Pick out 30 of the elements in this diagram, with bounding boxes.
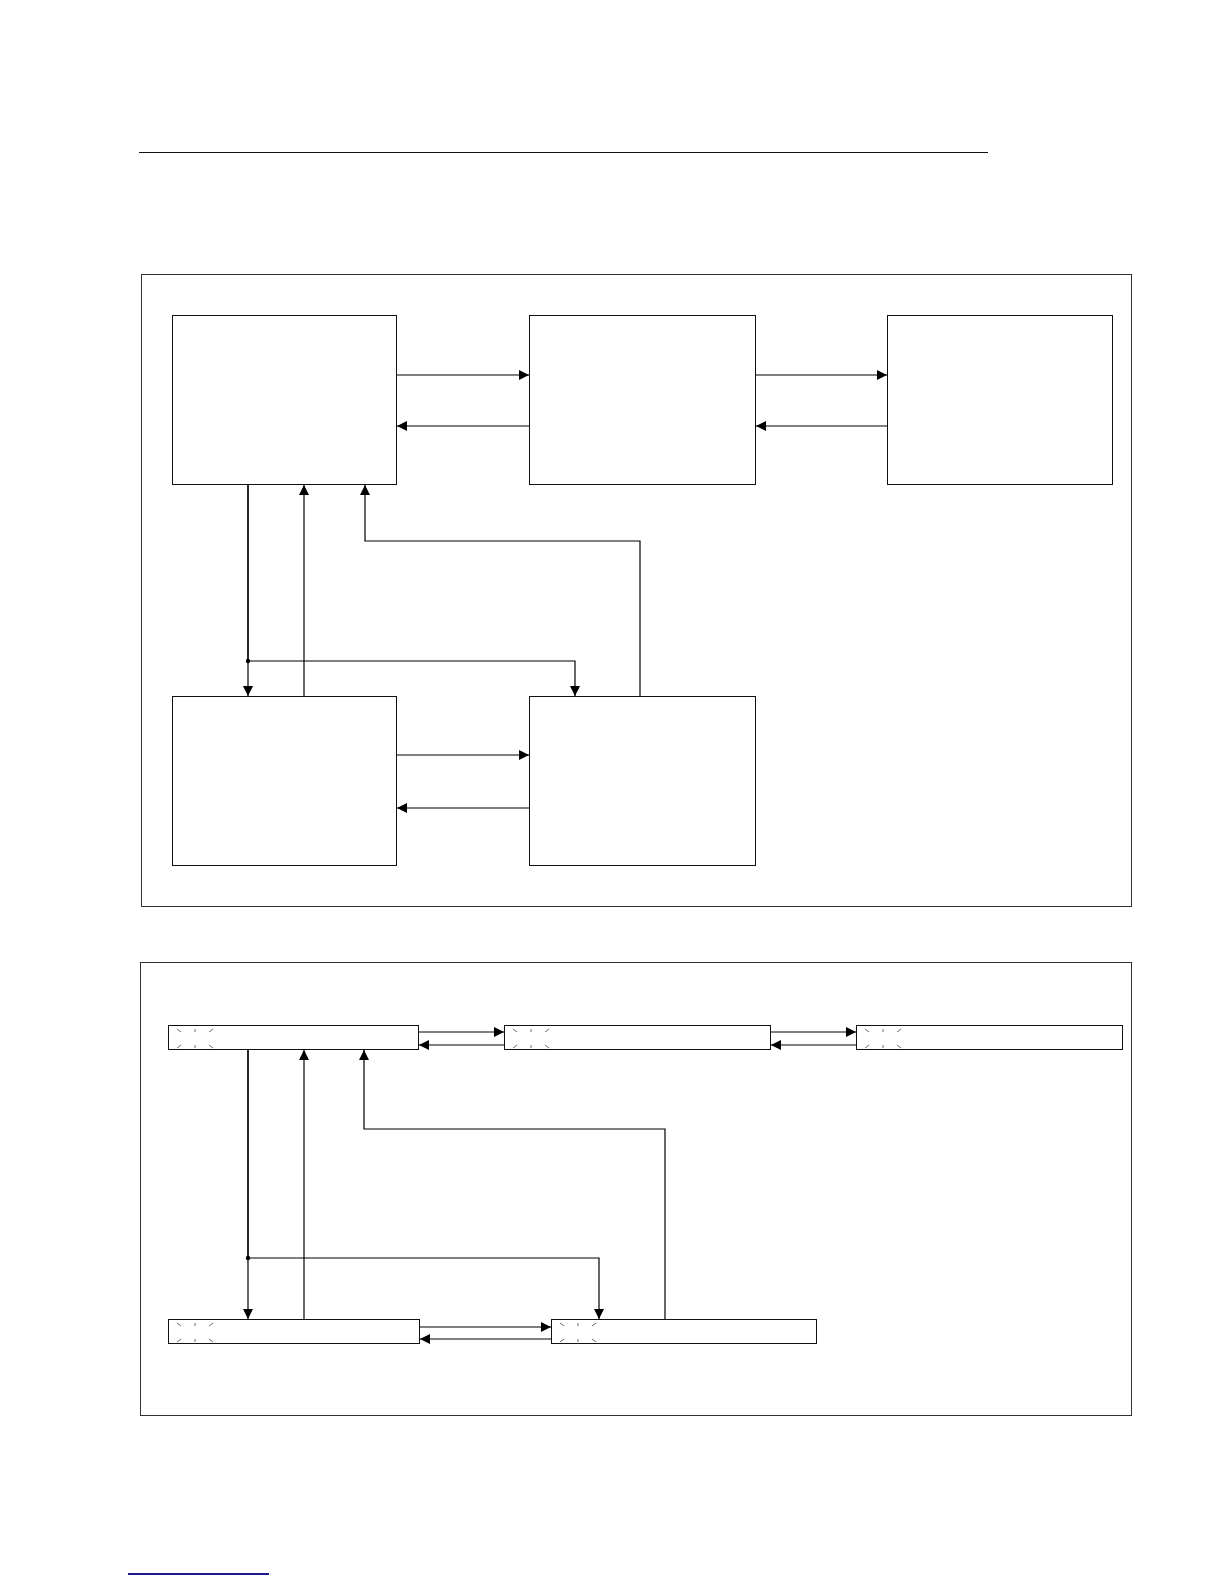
arrow [299, 484, 309, 697]
bar-box [504, 1025, 771, 1050]
arrow [360, 484, 641, 697]
arrow [418, 1040, 505, 1050]
arrow [770, 1040, 857, 1050]
arrow [247, 1049, 604, 1320]
arrow [770, 1027, 857, 1037]
arrow [359, 1049, 666, 1320]
bar-box [856, 1025, 1123, 1050]
arrow [755, 370, 888, 380]
arrow [396, 421, 530, 431]
arrow [755, 421, 888, 431]
arrow [396, 370, 530, 380]
arrow [419, 1322, 552, 1332]
block-box [529, 315, 756, 485]
block-box [172, 696, 397, 866]
block-box [887, 315, 1113, 485]
bar-box [551, 1319, 817, 1344]
frame-box [140, 962, 1132, 1416]
arrow [396, 803, 530, 813]
arrow [396, 750, 530, 760]
bar-box [168, 1319, 420, 1344]
frame-box [141, 274, 1132, 907]
arrow [299, 1049, 309, 1320]
bar-box [168, 1025, 419, 1050]
block-box [529, 696, 756, 866]
block-box [172, 315, 397, 485]
arrow [418, 1027, 505, 1037]
arrow [419, 1334, 552, 1344]
arrow [247, 484, 580, 697]
